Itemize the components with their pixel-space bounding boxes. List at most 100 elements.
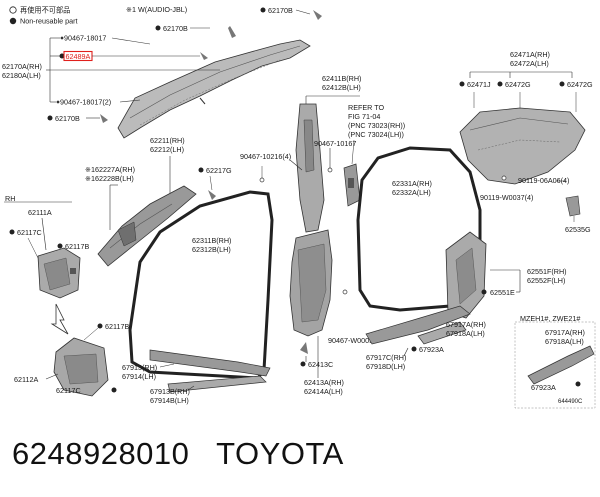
direction-arrow-icon	[50, 303, 69, 335]
refer-pnc-lh: (PNC 73024(LH))	[348, 130, 404, 139]
figure-code: 644490C	[558, 399, 583, 405]
clip-marker-icon	[260, 7, 266, 13]
refer-fig-label: FIG 71-04	[348, 112, 380, 121]
callout-67918A-b: 67918A(LH)	[545, 337, 584, 346]
callout-67914B: 67914B(LH)	[150, 396, 189, 405]
callout-67917A-b: 67917A(RH)	[545, 328, 585, 337]
callout-90467-18017: 90467-18017	[64, 34, 106, 43]
callout-62212: 62212(LH)	[150, 145, 184, 154]
clip-marker-icon	[481, 289, 487, 295]
variant-inset-box	[514, 321, 596, 409]
callout-62489A-highlighted: 62489A	[66, 52, 91, 61]
clip-icon	[208, 190, 216, 200]
clip-marker-icon	[559, 81, 565, 87]
callout-62331A: 62331A(RH)	[392, 179, 432, 188]
clip-marker-icon	[411, 346, 417, 352]
callout-67913: 67913(RH)	[122, 363, 157, 372]
clip-marker-icon	[497, 81, 503, 87]
callout-67918D: 67918D(LH)	[366, 362, 405, 371]
callout-62414A: 62414A(LH)	[304, 387, 343, 396]
callout-62413A: 62413A(RH)	[304, 378, 344, 387]
callout-62170B-c: 62170B	[55, 114, 80, 123]
callout-62551F: 62551F(RH)	[527, 267, 567, 276]
reusable-marker-icon	[9, 6, 17, 14]
callout-62551E: 62551E	[490, 288, 515, 297]
callout-62117B-b: 62117B	[105, 322, 129, 331]
callout-67914: 67914(LH)	[122, 372, 156, 381]
callout-90119-06A06: 90119-06A06(4)	[518, 176, 569, 185]
callout-90119-W0037: 90119-W0037(4)	[480, 193, 533, 202]
diagram-canvas: 再使用不可部品 Non-reusable part ※1 W(AUDIO-JBL…	[2, 5, 596, 409]
legend-non-reusable: Non-reusable part	[20, 17, 78, 26]
non-reusable-marker-icon	[9, 17, 17, 25]
cowl-side-trim-lower	[53, 337, 109, 397]
cowl-side-trim-upper	[37, 247, 81, 299]
callout-62413C: 62413C	[308, 360, 333, 369]
callout-62472G-a: 62472G	[505, 80, 531, 89]
callout-90467-W0005: 90467-W0005	[328, 336, 373, 345]
front-door-scuff-plate	[149, 349, 271, 393]
callout-62117C: 62117C	[17, 228, 42, 237]
legend-reusable-note: 再使用不可部品	[20, 6, 70, 15]
callout-62332A: 62332A(LH)	[392, 188, 431, 197]
callout-62170B-b: 62170B	[268, 6, 293, 15]
roof-side-garnish	[117, 39, 311, 139]
front-door-weatherstrip	[128, 190, 274, 380]
callout-62228B: ※162228B(LH)	[85, 174, 134, 183]
quarter-trim-panel	[459, 107, 586, 185]
callout-62311B: 62311B(RH)	[192, 236, 231, 245]
legend-audio-note: ※1 W(AUDIO-JBL)	[126, 5, 187, 14]
clip-marker-icon	[300, 361, 306, 367]
part-caption: 6248928010 TOYOTA	[12, 436, 344, 471]
clip-marker-icon	[9, 229, 15, 235]
variant-scuff-plate	[527, 345, 595, 385]
clip-marker-icon	[459, 81, 465, 87]
center-pillar-lower-garnish	[289, 229, 333, 337]
seat-belt-anchor	[343, 163, 361, 207]
callout-62170B-a: 62170B	[163, 24, 188, 33]
callout-62312B: 62312B(LH)	[192, 245, 231, 254]
clip-marker-icon	[198, 167, 204, 173]
callout-67923A-b: 67923A	[531, 383, 556, 392]
quarter-lower-trim	[445, 231, 487, 319]
clip-icon	[300, 342, 308, 354]
callout-62471A: 62471A(RH)	[510, 50, 550, 59]
rear-door-weatherstrip	[356, 146, 482, 312]
callout-62117B-a: 62117B	[65, 242, 89, 251]
callout-67923A-a: 67923A	[419, 345, 444, 354]
refer-pnc-rh: (PNC 73023(RH))	[348, 121, 405, 130]
clip-icon	[313, 10, 322, 20]
center-pillar-upper-garnish	[295, 103, 325, 233]
callout-67917C: 67917C(RH)	[366, 353, 406, 362]
callout-62412B: 62412B(LH)	[322, 83, 361, 92]
clip-icon	[228, 26, 236, 38]
callout-62552F: 62552F(LH)	[527, 276, 565, 285]
clip-marker-icon	[575, 381, 581, 387]
rh-label: RH	[5, 194, 15, 203]
callout-62211: 62211(RH)	[150, 136, 185, 145]
variant-label: MZEH1#, ZWE21#	[520, 314, 580, 323]
callout-62472A: 62472A(LH)	[510, 59, 549, 68]
clip-marker-icon	[97, 323, 103, 329]
callout-62117C-b: 62117C	[56, 386, 81, 395]
clip-icon	[100, 114, 108, 123]
clip-marker-icon	[111, 387, 117, 393]
clip-marker-icon	[59, 53, 65, 59]
callout-90467-18017-2: 90467-18017(2)	[60, 98, 111, 107]
callout-90467-10216: 90467-10216(4)	[240, 152, 291, 161]
callout-62170A: 62170A(RH)	[2, 62, 42, 71]
callout-67913B: 67913B(RH)	[150, 387, 190, 396]
clip-marker-icon	[57, 243, 63, 249]
front-pillar-garnish	[97, 185, 197, 267]
rear-door-scuff-plate	[365, 305, 471, 345]
callout-62535G: 62535G	[565, 225, 591, 234]
callout-90467-10167: 90467-10167	[314, 139, 356, 148]
callout-62227A: ※162227A(RH)	[85, 165, 135, 174]
callout-67918A-a: 67918A(LH)	[446, 329, 485, 338]
refer-to-label: REFER TO	[348, 103, 384, 112]
callout-62111A: 62111A	[28, 208, 52, 217]
callout-62411B: 62411B(RH)	[322, 74, 361, 83]
clip-marker-icon	[155, 25, 161, 31]
bracket-icon	[565, 195, 581, 217]
